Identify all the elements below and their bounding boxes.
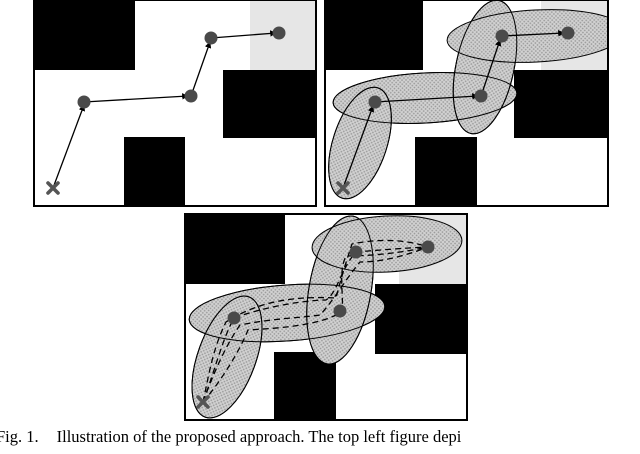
sampled-path <box>202 246 429 403</box>
panel-frame <box>33 0 317 207</box>
path-edge <box>210 30 277 39</box>
obstacle-bottom <box>124 137 185 206</box>
obstacle-right <box>375 284 467 354</box>
sampled-path <box>202 246 429 403</box>
obstacle-right <box>223 70 316 138</box>
obstacle-top-left <box>34 0 135 70</box>
path-edges <box>52 30 277 189</box>
path-edges <box>342 30 565 189</box>
caption-label: Fig. 1. <box>0 427 39 446</box>
waypoint-node <box>184 89 198 103</box>
waypoint-node <box>368 95 382 109</box>
uncertainty-ellipse <box>446 9 608 63</box>
waypoint-node <box>495 29 509 43</box>
sampled-path <box>202 239 429 403</box>
panel-top-left <box>33 0 317 207</box>
panel-frame <box>324 0 609 207</box>
goal-node <box>272 26 286 40</box>
path-edge <box>52 104 85 189</box>
panel-frame <box>184 213 468 421</box>
path-edge <box>501 30 565 37</box>
figure-caption: Fig. 1. Illustration of the proposed appr… <box>0 426 640 448</box>
obstacle-top-left <box>325 0 423 70</box>
obstacle-right <box>514 70 608 138</box>
panel-top-right <box>324 0 609 207</box>
waypoint-node <box>77 95 91 109</box>
path-edge <box>480 39 502 97</box>
waypoint-node <box>227 311 241 325</box>
obstacle-bottom <box>415 137 477 206</box>
uncertainty-ellipse <box>311 215 463 273</box>
path-edge <box>374 93 479 103</box>
caption-text: Illustration of the proposed approach. T… <box>56 427 462 446</box>
panel-bottom <box>184 213 468 421</box>
waypoint-node <box>204 31 218 45</box>
goal-node <box>421 240 435 254</box>
waypoint-node <box>349 245 363 259</box>
waypoint-node <box>333 304 347 318</box>
path-edge <box>342 105 375 189</box>
obstacle-top-left <box>185 214 285 284</box>
path-edge <box>83 93 189 103</box>
path-edge <box>190 41 212 97</box>
goal-node <box>561 26 575 40</box>
waypoint-node <box>474 89 488 103</box>
